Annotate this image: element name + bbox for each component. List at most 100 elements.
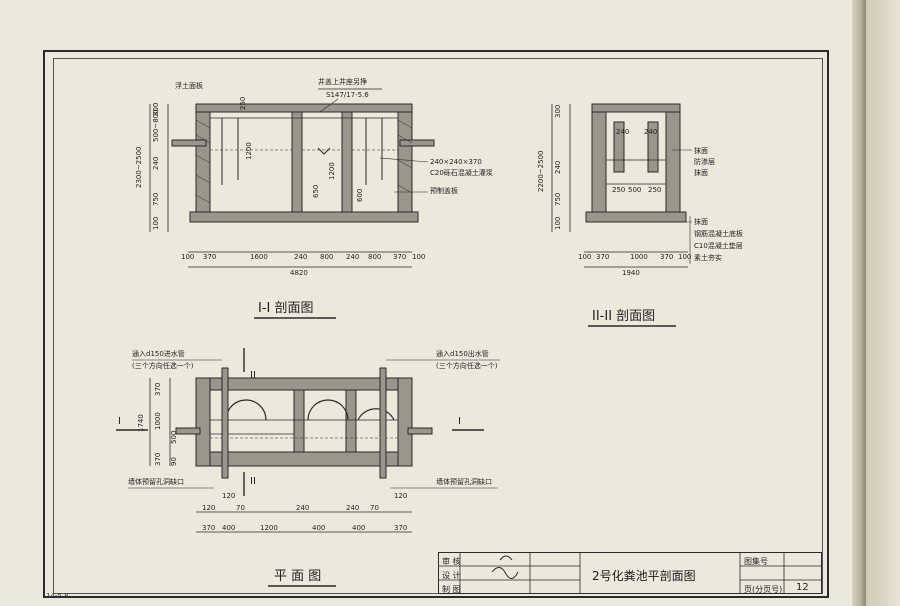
- drawing-border-outer: [43, 50, 829, 598]
- section-marker-i-right: I: [458, 416, 461, 427]
- tb-atlas-label: 图集号: [744, 557, 768, 566]
- dim-label: 120: [394, 492, 407, 500]
- title-block-grid: [438, 552, 822, 594]
- dim-label: 500~800: [152, 109, 160, 142]
- section-1-1: 300 500~800 240 750 100 2300~2500 250 12…: [135, 77, 493, 319]
- layer-label: 抹面: [694, 168, 708, 177]
- drawing-sheet: [0, 0, 866, 606]
- dim-label: 370: [154, 453, 162, 466]
- plan-view: I I II II 通入d150进水管 (三个方向任选一个) 通入d150出水管…: [116, 348, 500, 587]
- section-2-2: 300 240 750 100 2200~2500 240 240 250 50…: [537, 103, 743, 327]
- dim-label: 370: [394, 524, 407, 532]
- s2-top-slab: [591, 103, 681, 113]
- dim-label: 400: [352, 524, 365, 532]
- base-slab: [189, 211, 419, 223]
- section-marker-i-left: I: [118, 416, 121, 427]
- manhole-ref-label: 井盖上井座另挣: [318, 77, 367, 86]
- dim-label: 70: [236, 504, 245, 512]
- reviewer-signature: [499, 555, 513, 561]
- section-1-1-title: I-I 剖面图: [258, 301, 314, 316]
- tb-review-label: 审 核: [442, 557, 461, 566]
- plan-left-wall: [195, 377, 211, 467]
- dim-label: 400: [222, 524, 235, 532]
- outlet-port-note: 墙体预留孔洞缺口: [436, 477, 492, 486]
- dim-label: 240: [152, 157, 160, 170]
- dim-label: 100: [412, 253, 425, 261]
- inlet-port-note: 墙体预留孔洞缺口: [128, 477, 184, 486]
- dim-label: 500: [628, 186, 641, 194]
- dim-label: 240: [296, 504, 309, 512]
- dim-label: 1200: [260, 524, 278, 532]
- section-2-2-title: II-II 剖面图: [592, 309, 655, 324]
- dim-label: 240: [346, 504, 359, 512]
- title-block: [438, 552, 822, 594]
- layer-label: 钢筋混凝土底板: [694, 229, 743, 238]
- tb-page-label: 页(分页号): [744, 585, 783, 594]
- dim-label: 370: [393, 253, 406, 261]
- dim-label: 1000: [630, 253, 648, 261]
- dim-label: 120: [222, 492, 235, 500]
- dim-label: 400: [312, 524, 325, 532]
- right-outer-wall: [397, 105, 413, 219]
- dim-label: 240: [644, 128, 657, 136]
- dim-label: 800: [368, 253, 381, 261]
- dim-label: 100: [678, 253, 691, 261]
- cover-plate-label: 预制盖板: [430, 186, 458, 195]
- section-marker-ii-top: II: [250, 370, 256, 381]
- inlet-note-sub: (三个方向任选一个): [132, 361, 194, 370]
- dim-label: 300: [152, 103, 160, 116]
- dim-label: 120: [202, 504, 215, 512]
- layer-label: 素土夯实: [694, 253, 722, 262]
- layer-label: 防渗层: [694, 157, 715, 166]
- book-gutter: [852, 0, 866, 606]
- plan-right-wall: [397, 377, 413, 467]
- dim-label: 1600: [250, 253, 268, 261]
- s2-left-wall: [591, 111, 607, 213]
- dim-label: 1740: [137, 414, 145, 432]
- dim-label: 2300~2500: [135, 147, 143, 189]
- dim-label: 100: [152, 217, 160, 230]
- layer-label: 抹面: [694, 146, 708, 155]
- dim-label: 90: [170, 457, 178, 466]
- dim-label: 100: [554, 217, 562, 230]
- dim-label: 1200: [328, 162, 336, 180]
- tb-page-number: 12: [796, 582, 809, 593]
- dim-label: 240: [554, 161, 562, 174]
- next-page-edge: [866, 0, 900, 606]
- dim-label: 600: [356, 189, 364, 202]
- section-marker-ii-bottom: II: [250, 476, 256, 487]
- dim-label: 370: [154, 383, 162, 396]
- dim-label: 1200: [245, 142, 253, 160]
- dim-label: 240: [616, 128, 629, 136]
- pipe-spec-label: 240×240×370: [430, 158, 482, 166]
- dim-label: 100: [181, 253, 194, 261]
- designer-signature: [491, 567, 519, 579]
- layer-label: 抹面: [694, 217, 708, 226]
- dim-label: 250: [612, 186, 625, 194]
- s2-base-slab: [585, 211, 687, 223]
- top-slab: [195, 103, 413, 113]
- float-slab-label: 浮土面板: [175, 81, 203, 90]
- dim-total: 1940: [622, 269, 640, 277]
- partition-wall-2: [341, 111, 353, 213]
- dim-label: 2200~2500: [537, 151, 545, 193]
- dim-total: 4820: [290, 269, 308, 277]
- outlet-note-sub: (三个方向任选一个): [436, 361, 498, 370]
- dim-label: 370: [596, 253, 609, 261]
- dim-label: 240: [294, 253, 307, 261]
- dim-label: 500: [170, 431, 178, 444]
- dim-label: 240: [346, 253, 359, 261]
- dim-label: 300: [554, 105, 562, 118]
- partition-wall-1: [291, 111, 303, 213]
- corner-code: 14-5.8: [46, 592, 69, 600]
- dim-label: 370: [203, 253, 216, 261]
- dim-label: 800: [320, 253, 333, 261]
- grout-note-label: C20砾石混凝土灌浆: [430, 168, 493, 177]
- s2-right-wall: [665, 111, 681, 213]
- inlet-note: 通入d150进水管: [132, 349, 185, 358]
- dim-label: 650: [312, 185, 320, 198]
- dim-label: 100: [578, 253, 591, 261]
- dim-label: 370: [660, 253, 673, 261]
- dim-label: 70: [370, 504, 379, 512]
